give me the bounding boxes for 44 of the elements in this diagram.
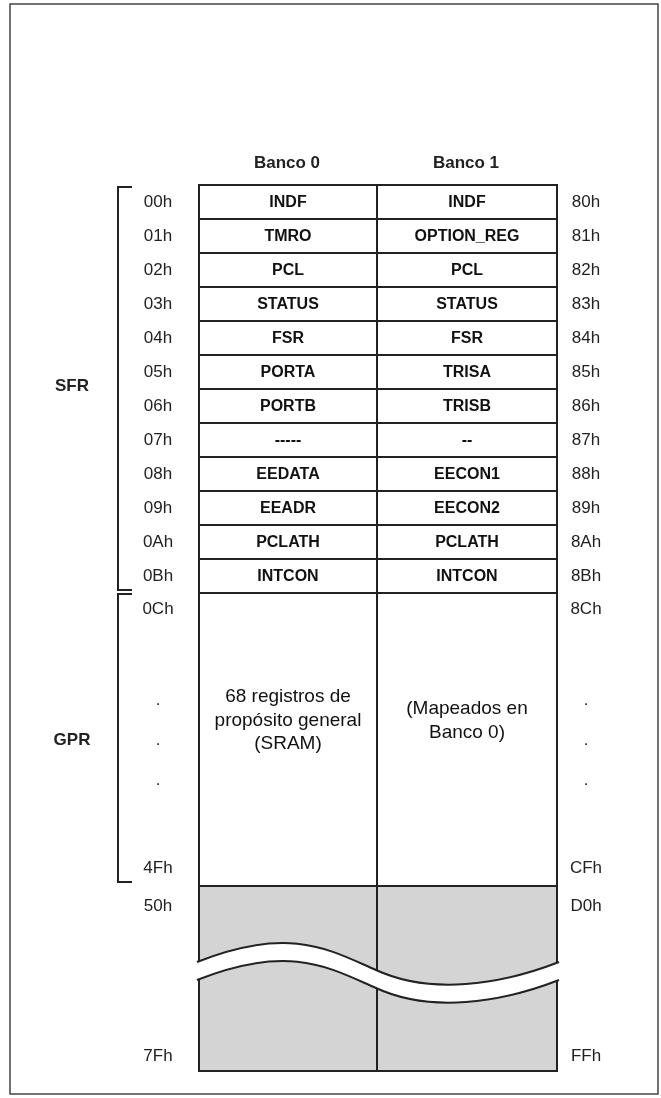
address-label: . [583, 690, 589, 710]
address-label: 8Bh [570, 566, 602, 586]
address-label: 86h [571, 396, 601, 416]
group-label: SFR [55, 376, 89, 396]
address-label: 01h [143, 226, 173, 246]
address-label: 04h [143, 328, 173, 348]
address-label: 05h [143, 362, 173, 382]
address-label: 84h [571, 328, 601, 348]
column-header: Banco 1 [432, 153, 500, 173]
address-label: CFh [569, 858, 603, 878]
group-label: GPR [53, 730, 91, 750]
address-label: FFh [570, 1046, 602, 1066]
address-label: . [155, 770, 161, 790]
address-label: 03h [143, 294, 173, 314]
register-cell: INDF [376, 184, 558, 220]
address-label: 88h [571, 464, 601, 484]
address-label: . [583, 770, 589, 790]
address-label: 80h [571, 192, 601, 212]
address-label: 0Ah [142, 532, 174, 552]
address-label: 8Ch [570, 599, 602, 619]
address-label: 09h [143, 498, 173, 518]
address-label: 50h [143, 896, 173, 916]
address-label: 08h [143, 464, 173, 484]
address-label: 07h [143, 430, 173, 450]
address-label: 06h [143, 396, 173, 416]
address-label: 00h [143, 192, 173, 212]
address-label: 82h [571, 260, 601, 280]
address-label: 81h [571, 226, 601, 246]
address-label: 87h [571, 430, 601, 450]
address-label: 85h [571, 362, 601, 382]
address-label: D0h [570, 896, 602, 916]
address-label: . [155, 730, 161, 750]
address-label: 02h [143, 260, 173, 280]
address-label: 89h [571, 498, 601, 518]
address-label: . [583, 730, 589, 750]
address-label: 83h [571, 294, 601, 314]
column-header: Banco 0 [253, 153, 321, 173]
address-label: . [155, 690, 161, 710]
register-cell: INDF [198, 184, 378, 220]
address-label: 0Bh [142, 566, 174, 586]
address-label: 8Ah [570, 532, 602, 552]
address-label: 4Fh [143, 858, 173, 878]
address-label: 0Ch [142, 599, 174, 619]
address-label: 7Fh [143, 1046, 173, 1066]
